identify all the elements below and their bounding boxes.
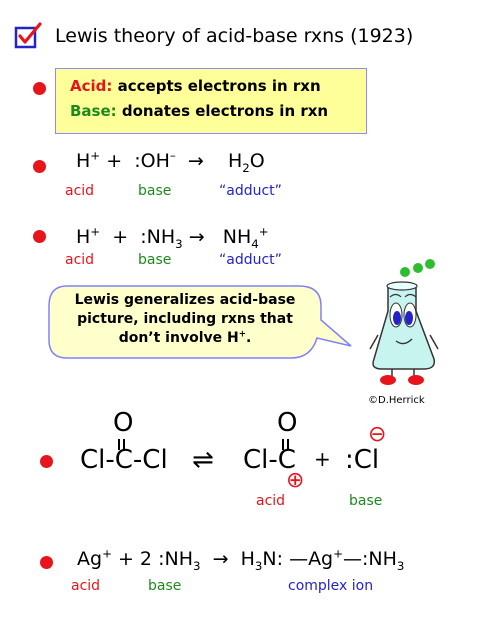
bullet: [33, 160, 46, 173]
acid-definition: accepts electrons in rxn: [117, 77, 321, 95]
definition-box: Acid: accepts electrons in rxn Base: don…: [55, 68, 367, 134]
credit-text: ©D.Herrick: [368, 395, 425, 406]
base-definition: donates electrons in rxn: [121, 102, 329, 120]
double-bond-left: [118, 439, 125, 450]
positive-charge-icon: ⊕: [286, 468, 305, 493]
double-bond-right: [282, 439, 289, 450]
bullet: [40, 455, 53, 468]
equilibrium-arrow: ⇌: [192, 445, 214, 475]
chloride-ion: :Cl: [345, 445, 380, 475]
flask-character-illustration: [369, 259, 439, 385]
acylium-fragment: Cl-C: [243, 445, 296, 475]
label-base: base: [148, 578, 182, 594]
equation-h-nh3: H+ + :NH3 → NH4+: [76, 224, 269, 251]
oxygen-atom-left: O: [113, 408, 134, 438]
page-title: Lewis theory of acid-base rxns (1923): [55, 25, 414, 47]
label-acid: acid: [65, 183, 95, 199]
base-label: Base:: [70, 102, 117, 120]
equation-h-oh: H+ + :OH– → H2O: [76, 148, 265, 175]
label-complex-ion: complex ion: [288, 578, 374, 594]
bubble-text: Lewis generalizes acid-base picture, inc…: [74, 292, 296, 346]
equation-ag-nh3: Ag+ + 2 :NH3 → H3N: —Ag+—:NH3: [77, 546, 405, 573]
label-base: base: [349, 493, 383, 509]
label-acid: acid: [65, 252, 95, 268]
label-adduct: “adduct”: [219, 252, 282, 268]
negative-charge-icon: ⊖: [368, 422, 387, 447]
oxygen-atom-right: O: [277, 408, 298, 438]
label-base: base: [138, 183, 172, 199]
bullet: [33, 230, 46, 243]
label-base: base: [138, 252, 172, 268]
bullet: [40, 556, 53, 569]
speech-bubble: [48, 285, 352, 359]
label-acid: acid: [71, 578, 101, 594]
plus-sign: +: [314, 447, 331, 471]
phosgene-molecule: Cl-C-Cl: [80, 445, 168, 475]
checkbox-checked-icon: [14, 22, 42, 49]
label-acid: acid: [256, 493, 286, 509]
bullet: [33, 82, 46, 95]
label-adduct: “adduct”: [219, 183, 282, 199]
acid-label: Acid:: [70, 77, 113, 95]
